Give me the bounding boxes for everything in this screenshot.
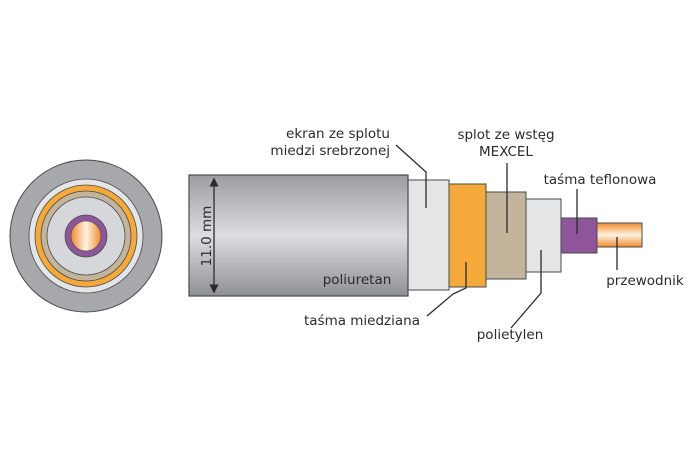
- label-copper-tape: taśma miedziana: [304, 313, 420, 329]
- label-shield-line1: ekran ze splotu: [286, 126, 390, 142]
- label-mexcel-line2: MEXCEL: [479, 144, 533, 160]
- label-jacket: poliuretan: [323, 272, 392, 288]
- dimension-label: 11.0 mm: [199, 206, 215, 267]
- side-mexcel-braid: [485, 191, 527, 280]
- side-copper-tape: [448, 183, 487, 288]
- leader-copper-tape: [426, 262, 467, 317]
- cross-section: [9, 159, 163, 313]
- side-shield: [406, 179, 450, 291]
- label-shield-line2: miedzi srebrzonej: [270, 143, 390, 159]
- side-teflon-tape: [560, 217, 598, 254]
- side-view: [188, 174, 643, 297]
- side-jacket: [188, 174, 409, 297]
- label-conductor: przewodnik: [606, 273, 684, 289]
- cross-conductor: [70, 220, 102, 252]
- label-dielectric: polietylen: [477, 327, 544, 343]
- leader-shield: [395, 144, 427, 208]
- leader-dielectric: [510, 250, 542, 329]
- side-conductor: [595, 222, 643, 248]
- label-teflon-tape: taśma teflonowa: [544, 172, 657, 188]
- label-mexcel-line1: splot ze wstęg: [457, 127, 554, 143]
- side-dielectric: [524, 198, 562, 273]
